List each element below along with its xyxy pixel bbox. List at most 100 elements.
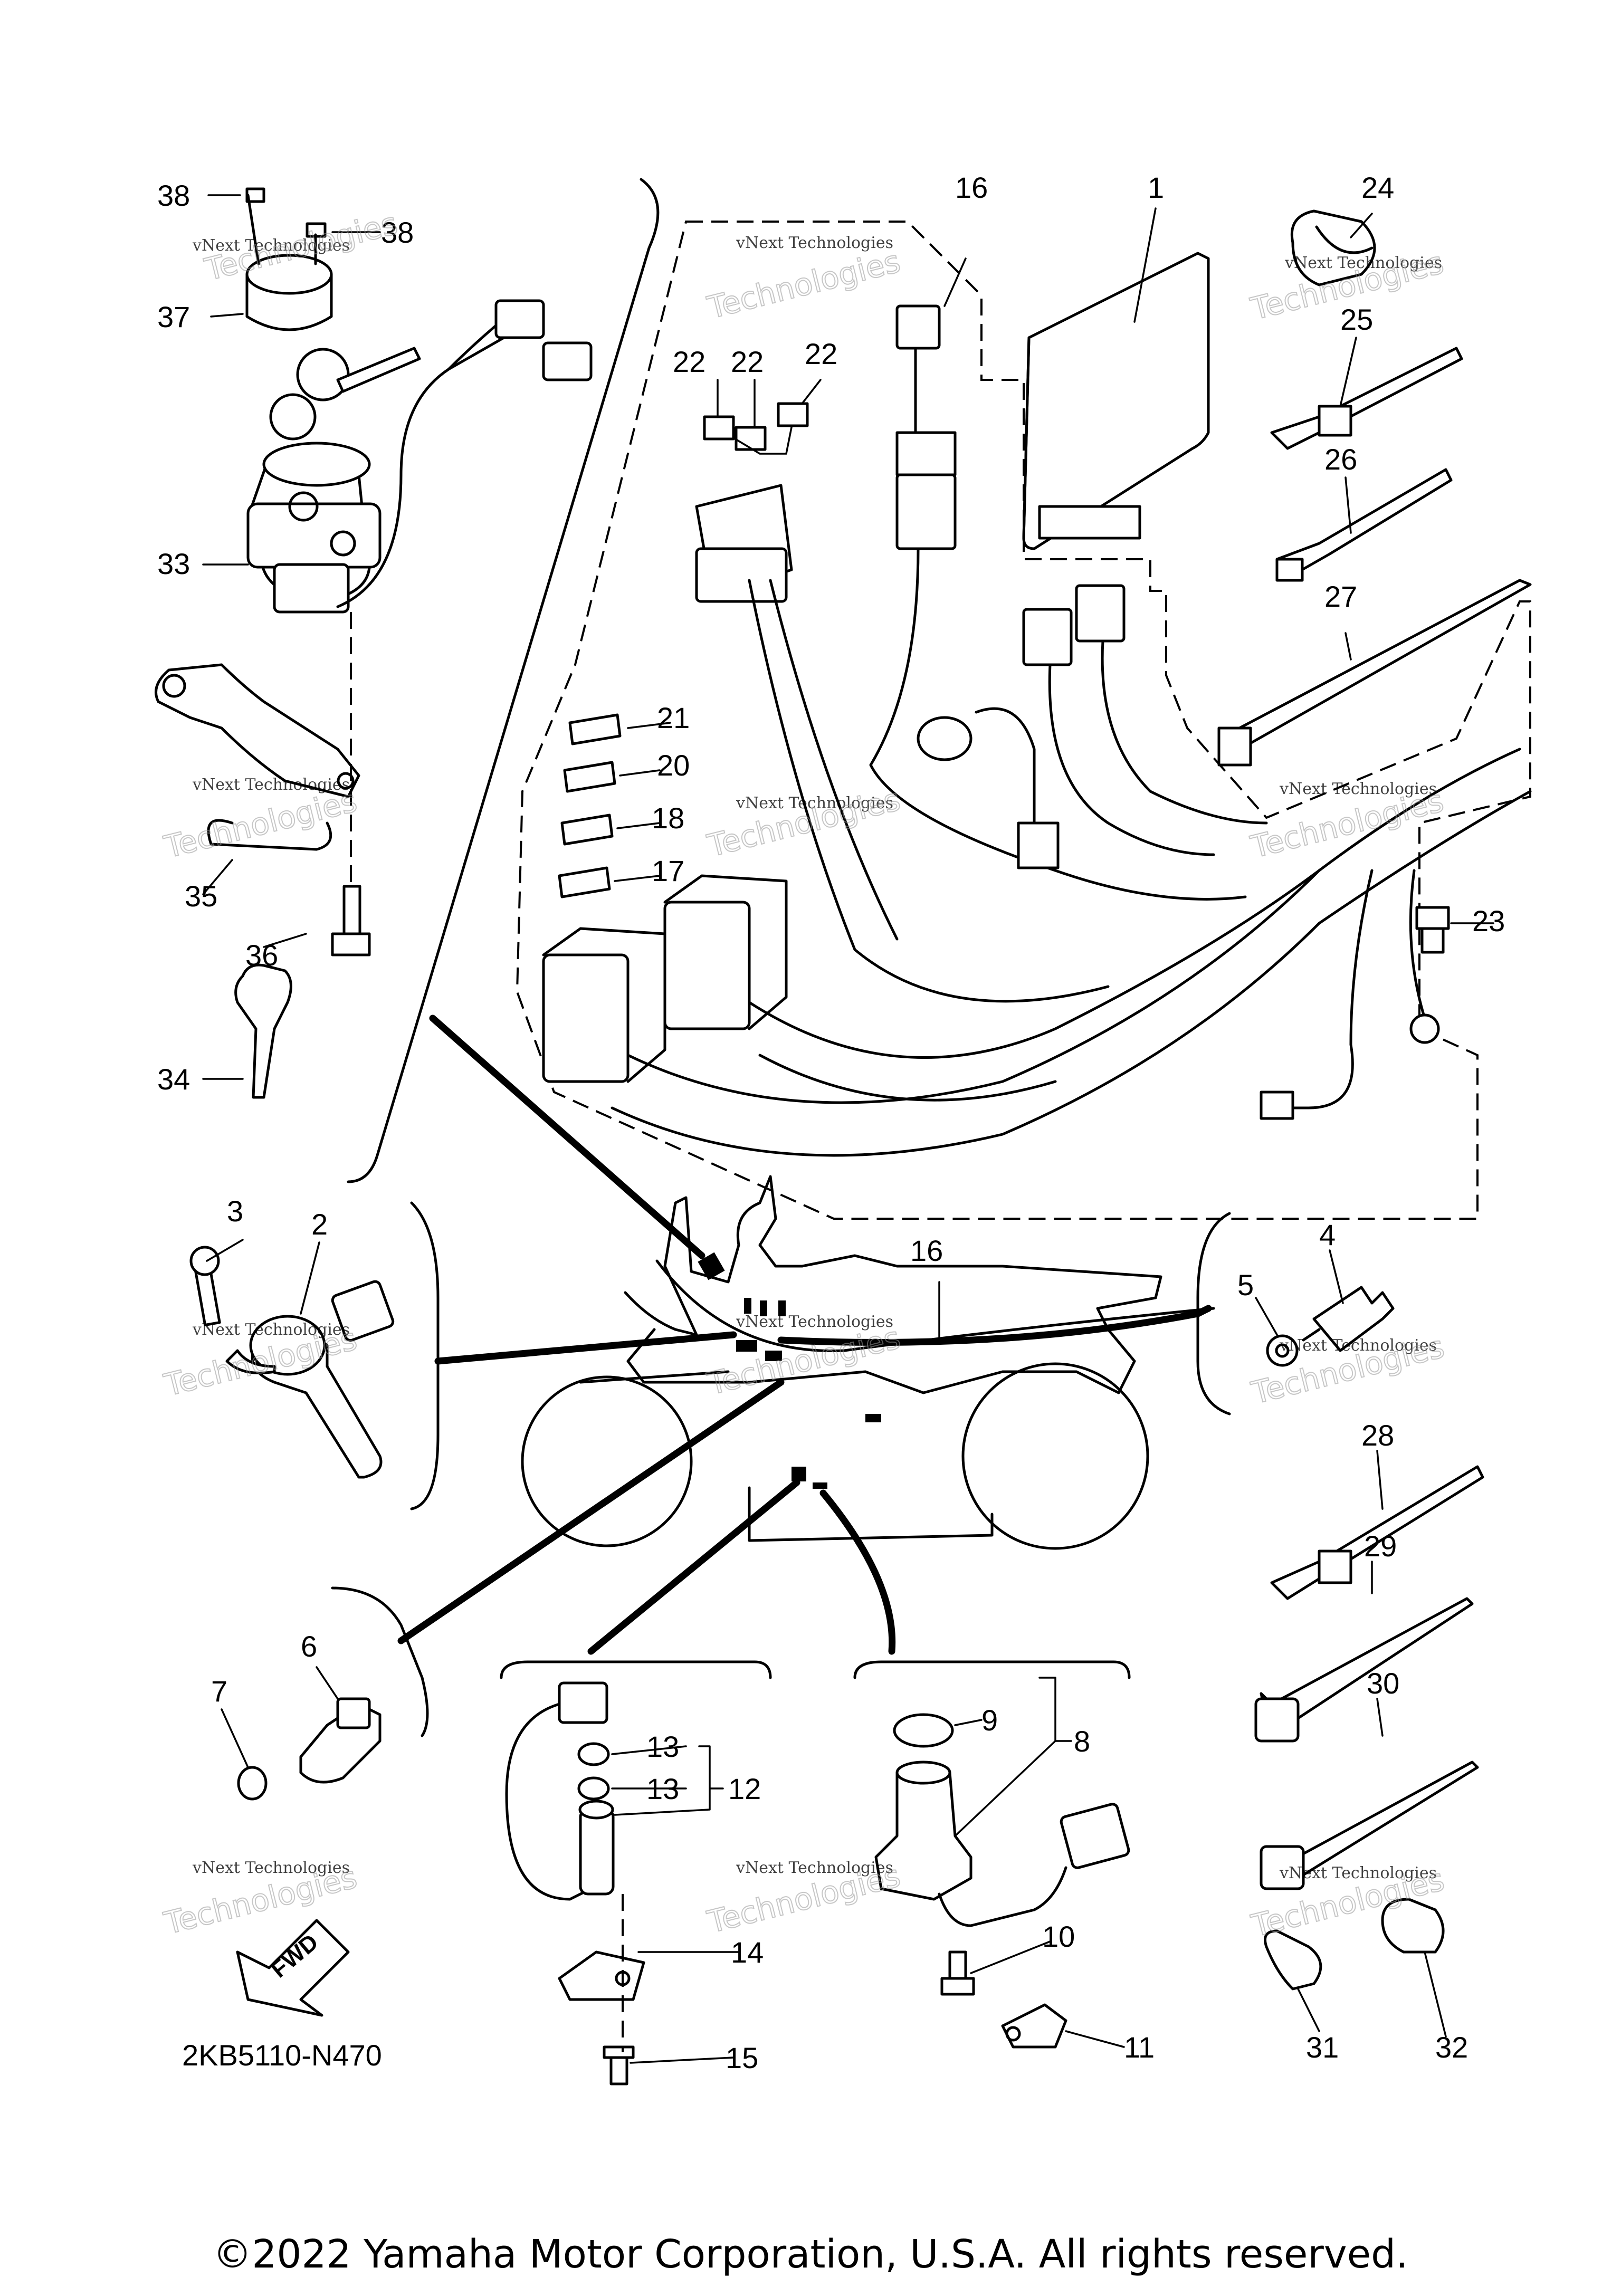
svg-text:vNext Technologies: vNext Technologies: [192, 1859, 350, 1877]
part-22-fuse-a[interactable]: [703, 415, 735, 441]
callout-1: 1: [1148, 171, 1164, 204]
callout-25: 25: [1340, 303, 1373, 336]
callout-18: 18: [652, 801, 684, 835]
svg-text:Technologies: Technologies: [704, 243, 904, 326]
callout-36: 36: [245, 939, 278, 972]
connector-switch-a: [494, 299, 545, 339]
callout-11: 11: [1124, 2031, 1155, 2064]
connector-12: [558, 1681, 608, 1724]
part-22-fuse-c[interactable]: [777, 402, 809, 427]
connector-ecu-a: [1022, 608, 1073, 666]
callout-38-a: 38: [157, 179, 190, 212]
harness-route-line: [655, 1259, 1215, 1353]
part-32-clamp[interactable]: [1381, 1898, 1445, 1954]
callout-6: 6: [301, 1630, 317, 1663]
group-callout-leaders: [202, 194, 1494, 2064]
svg-text:vNext Technologies: vNext Technologies: [736, 794, 893, 812]
callout-2: 2: [311, 1208, 328, 1241]
part-4-switch[interactable]: [1312, 1286, 1395, 1352]
group-leaders: [397, 1015, 1212, 1655]
callout-24: 24: [1361, 171, 1394, 204]
part-17-connector[interactable]: [558, 866, 611, 898]
callout-22-a: 22: [673, 345, 705, 378]
callout-7: 7: [211, 1675, 227, 1708]
part-21-connector[interactable]: [568, 713, 622, 745]
callout-16-mid: 16: [910, 1234, 943, 1267]
svg-text:vNext Technologies: vNext Technologies: [1279, 780, 1437, 798]
group-clamps-top: [1270, 209, 1463, 582]
harness-trunk: [626, 748, 1521, 1104]
callout-32: 32: [1435, 2031, 1468, 2064]
part-24-clamp[interactable]: [1290, 209, 1376, 286]
callout-20: 20: [657, 749, 690, 782]
svg-text:vNext Technologies: vNext Technologies: [1284, 254, 1442, 272]
relay-b: [663, 901, 751, 1030]
svg-text:vNext Technologies: vNext Technologies: [1279, 1336, 1437, 1355]
callout-22-b: 22: [731, 345, 764, 378]
callout-33: 33: [157, 547, 190, 580]
part-31-clamp[interactable]: [1264, 1929, 1322, 1991]
callout-27: 27: [1324, 580, 1357, 613]
callout-13-a: 13: [646, 1730, 679, 1763]
part-13-oring-a[interactable]: [577, 1742, 610, 1766]
group-callout-numbers: 38 38 37 33 35 36 34 1 16 24 25 26 27 22…: [157, 171, 1505, 2074]
svg-text:vNext Technologies: vNext Technologies: [192, 1321, 350, 1339]
callout-16-top: 16: [955, 171, 988, 204]
copyright-notice: ©2022 Yamaha Motor Corporation, U.S.A. A…: [213, 2232, 1408, 2277]
svg-text:vNext Technologies: vNext Technologies: [736, 1859, 893, 1877]
callout-35: 35: [185, 879, 217, 913]
callout-5: 5: [1237, 1268, 1254, 1302]
callout-38-b: 38: [381, 216, 414, 249]
part-10-bolt[interactable]: [948, 1950, 967, 1980]
group-pickup-coil: [853, 1660, 1131, 2049]
part-key-ring-b: [269, 393, 317, 441]
callout-12: 12: [728, 1772, 761, 1805]
part-18-connector[interactable]: [560, 814, 614, 846]
part-13-oring-b[interactable]: [577, 1776, 610, 1801]
svg-text:vNext Technologies: vNext Technologies: [736, 234, 893, 252]
group-speed-sensor: [500, 1660, 772, 2085]
front-wheel: [521, 1375, 693, 1547]
callout-4: 4: [1319, 1218, 1336, 1251]
part-36-bolt[interactable]: [342, 885, 361, 935]
callout-28: 28: [1361, 1419, 1394, 1452]
part-9-oring[interactable]: [893, 1713, 954, 1748]
part-14-bracket[interactable]: [558, 1950, 645, 2001]
callout-10: 10: [1042, 1920, 1075, 1953]
callout-37: 37: [157, 300, 190, 333]
group-wire-harness: [516, 221, 1532, 1220]
group-oil-switch: [237, 1586, 429, 1801]
part-20-connector[interactable]: [563, 761, 616, 793]
callout-15: 15: [726, 2041, 758, 2074]
part-34-key[interactable]: [234, 963, 292, 1099]
callout-30: 30: [1367, 1667, 1399, 1700]
callout-9: 9: [981, 1704, 998, 1737]
part-12-sensor[interactable]: [579, 1808, 615, 1896]
group-main-switch: [155, 178, 660, 1183]
svg-text:Technologies: Technologies: [160, 782, 360, 865]
relay-a: [542, 953, 630, 1083]
frame-outline: [624, 1175, 1162, 1394]
svg-text:vNext Technologies: vNext Technologies: [1279, 1864, 1437, 1882]
fwd-arrow: FWD: [236, 1919, 350, 2017]
callout-26: 26: [1324, 443, 1357, 476]
part-1-ecu[interactable]: [1022, 252, 1210, 550]
part-35-bracket[interactable]: [155, 663, 360, 798]
part-30-band[interactable]: [1275, 1761, 1479, 1880]
part-25-band[interactable]: [1270, 347, 1463, 450]
connector-8: [1060, 1803, 1130, 1869]
svg-text:vNext Technologies: vNext Technologies: [736, 1313, 893, 1331]
group-neutral-switch: [1196, 1212, 1395, 1415]
callout-31: 31: [1306, 2031, 1339, 2064]
callout-29: 29: [1364, 1529, 1397, 1563]
part-7-washer[interactable]: [237, 1766, 268, 1801]
locator-mark: [698, 1252, 725, 1280]
part-5-washer[interactable]: [1266, 1334, 1299, 1367]
rear-wheel: [961, 1362, 1149, 1550]
callout-14: 14: [731, 1936, 764, 1969]
part-22-fuse-b[interactable]: [735, 426, 767, 451]
part-27-cable-tie[interactable]: [1228, 579, 1532, 751]
callout-8: 8: [1074, 1725, 1090, 1758]
part-8-sensor[interactable]: [874, 1771, 972, 1901]
harness-boundary: [516, 221, 1531, 1220]
